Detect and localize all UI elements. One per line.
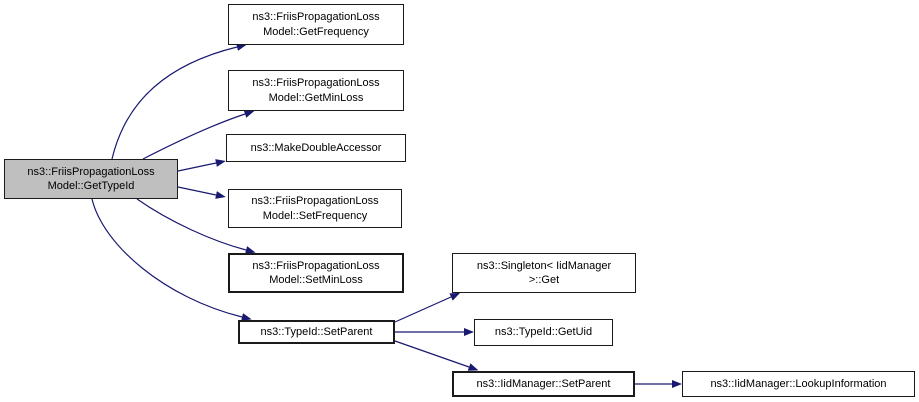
node-label-line: Model::GetMinLoss [268,91,364,104]
node-label-line: ns3::FriisPropagationLoss [252,11,380,23]
node-label-line: Model::SetFrequency [262,209,368,222]
edge-gettypeid-getminloss [142,110,255,160]
edge-typeidsetparent-iidmanagersetparent [394,340,479,371]
node-friis-get-frequency[interactable]: ns3::FriisPropagationLoss Model::GetFreq… [228,4,404,45]
node-label-line: ns3::TypeId::GetUid [494,326,593,339]
node-label-line: ns3::TypeId::SetParent [260,325,373,338]
node-typeid-get-uid[interactable]: ns3::TypeId::GetUid [474,319,613,346]
node-friis-get-type-id[interactable]: ns3::FriisPropagationLoss Model::GetType… [4,159,178,199]
edge-gettypeid-typeidsetparent [91,198,252,321]
node-iidmanager-lookup-information[interactable]: ns3::IidManager::LookupInformation [682,371,915,397]
edge-gettypeid-getfrequency [111,43,247,160]
node-label-line: ns3::FriisPropagationLoss [252,259,380,272]
node-make-double-accessor[interactable]: ns3::MakeDoubleAccessor [226,134,406,162]
edge-gettypeid-makedoubleaccessor [177,159,226,172]
node-label-line: ns3::FriisPropagationLoss [251,195,379,207]
node-friis-get-min-loss[interactable]: ns3::FriisPropagationLoss Model::GetMinL… [228,70,404,111]
node-label-line: Model::GetTypeId [47,180,135,192]
node-label-line: ns3::MakeDoubleAccessor [250,141,382,154]
node-label-line: ns3::FriisPropagationLoss [252,77,380,89]
edge-gettypeid-setfrequency [177,186,226,199]
node-label-line: ns3::Singleton< IidManager [476,259,612,272]
node-label-line: Model::GetFrequency [263,25,369,38]
node-iidmanager-set-parent[interactable]: ns3::IidManager::SetParent [452,371,635,397]
node-singleton-iidmanager-get[interactable]: ns3::Singleton< IidManager >::Get [452,253,636,293]
node-label-line: Model::SetMinLoss [269,274,363,286]
node-typeid-set-parent[interactable]: ns3::TypeId::SetParent [238,320,395,344]
node-friis-set-min-loss[interactable]: ns3::FriisPropagationLoss Model::SetMinL… [228,253,404,293]
edge-typeidsetparent-singletonget [394,292,461,323]
node-label-line: ns3::IidManager::SetParent [476,377,611,390]
node-friis-set-frequency[interactable]: ns3::FriisPropagationLoss Model::SetFreq… [228,189,402,228]
node-label-line: ns3::FriisPropagationLoss [27,165,155,178]
node-label-line: >::Get [528,274,560,286]
edge-gettypeid-setminloss [136,198,256,254]
node-label-line: ns3::IidManager::LookupInformation [710,377,887,390]
